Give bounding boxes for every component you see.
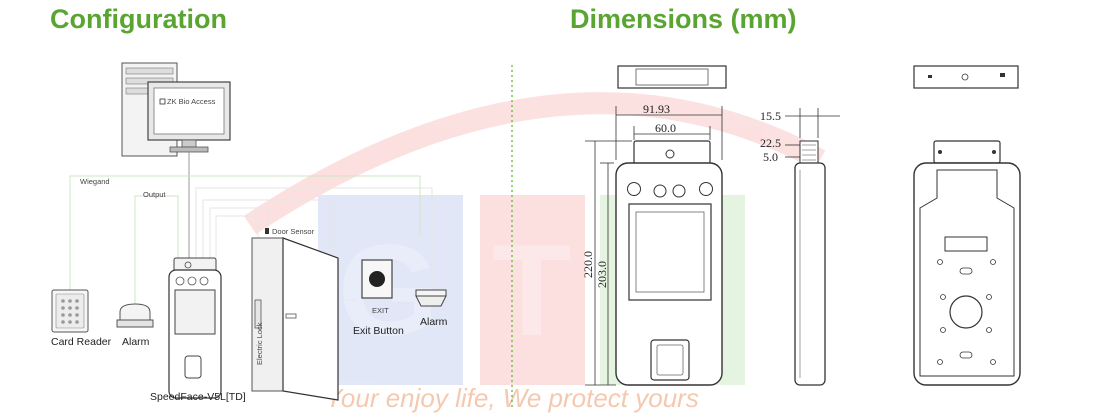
door-icon	[251, 228, 339, 401]
watermark-swoosh	[243, 92, 826, 235]
exit-button-label: Exit Button	[353, 325, 404, 337]
wiegand-label: Wiegand	[80, 177, 110, 186]
device-back-view	[913, 140, 1021, 386]
watermark-block-red	[480, 195, 585, 385]
dim-height-overall: 220.0	[581, 251, 595, 278]
dim-depth-bottom: 5.0	[763, 150, 778, 164]
door-sensor-label: Door Sensor	[272, 227, 315, 236]
device-bottom-view	[913, 65, 1019, 89]
monitor-brand-text: ZK Bio Access	[167, 97, 216, 106]
device-front-view	[615, 140, 723, 386]
device-side-view	[794, 140, 826, 386]
exit-button-text: EXIT	[372, 306, 389, 315]
card-reader-label: Card Reader	[51, 336, 112, 348]
device-label: SpeedFace-V5L[TD]	[150, 391, 246, 403]
wiring	[69, 152, 433, 305]
configuration-heading: Configuration	[50, 4, 227, 34]
card-reader-icon	[51, 289, 89, 333]
watermark-slogan: Your enjoy life, We protect yours	[325, 383, 699, 413]
dim-depth-mid: 22.5	[760, 136, 781, 150]
monitor-icon: ZK Bio Access	[147, 81, 231, 153]
side-dimension-lines	[785, 108, 840, 158]
output-label: Output	[143, 190, 166, 199]
alarm-left-label: Alarm	[122, 336, 150, 348]
alarm-speaker-icon	[415, 289, 447, 307]
exit-button-icon: EXIT	[361, 259, 393, 315]
watermark-letter-t: T	[492, 217, 571, 363]
dimensions-heading: Dimensions (mm)	[570, 4, 797, 34]
dim-height-body: 203.0	[595, 261, 609, 288]
device-top-view	[617, 65, 727, 89]
alarm-siren-icon	[116, 303, 154, 328]
dim-width-camera: 60.0	[655, 121, 676, 135]
dim-width-overall: 91.93	[643, 102, 670, 116]
alarm-right-label: Alarm	[420, 316, 448, 328]
electric-lock-label: Electric Lock	[255, 322, 264, 365]
front-dimension-lines	[585, 106, 723, 386]
dim-depth-top: 15.5	[760, 109, 781, 123]
speedface-device-icon	[168, 257, 222, 399]
